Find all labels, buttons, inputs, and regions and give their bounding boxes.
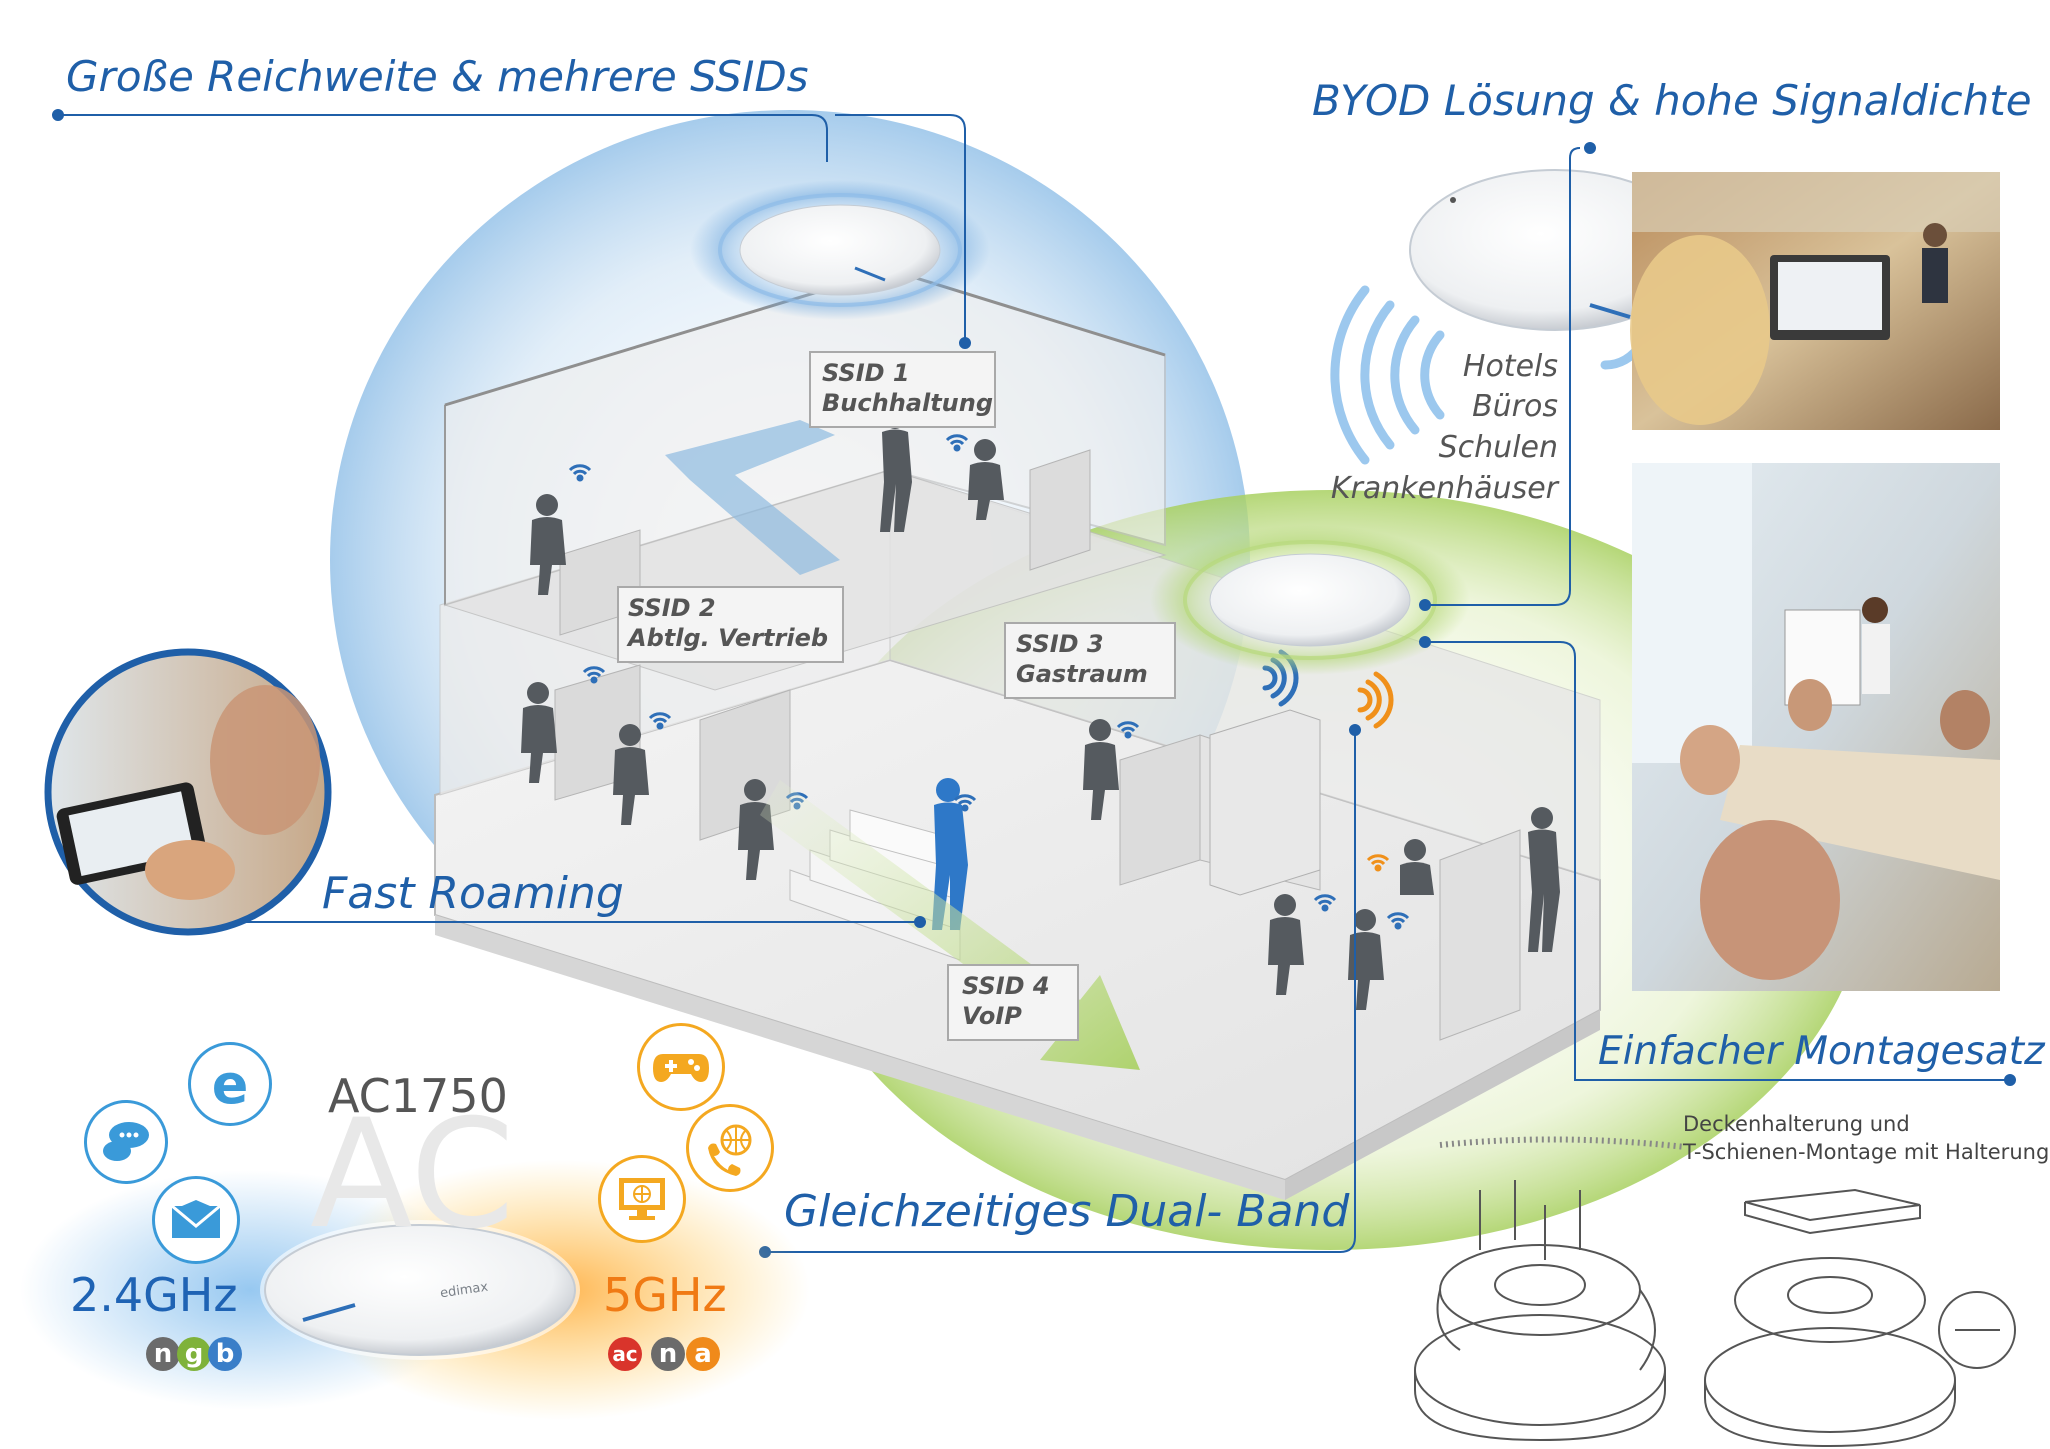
- gamepad-icon: [637, 1023, 725, 1111]
- standard-n-5-badge: n: [651, 1337, 685, 1371]
- fast-roaming-heading: Fast Roaming: [322, 868, 624, 919]
- byod-heading: BYOD Lösung & hohe Signaldichte: [1312, 76, 2032, 125]
- ssid-4-name: SSID 4: [962, 972, 1050, 1000]
- ssid-2-purpose: Abtlg. Vertrieb: [628, 624, 829, 652]
- meeting-room-photo: [1632, 463, 2000, 991]
- ssid-3-label: SSID 3 Gastraum: [1016, 629, 1148, 689]
- monitor-glyph: [619, 1178, 665, 1220]
- model-name: AC1750: [328, 1069, 508, 1123]
- email-envelope-icon: [152, 1176, 240, 1264]
- internet-explorer-icon: e: [188, 1042, 272, 1126]
- band-24ghz-label: 2.4GHz: [70, 1268, 238, 1322]
- video-monitor-icon: [598, 1155, 686, 1243]
- standard-g-badge: g: [177, 1337, 211, 1371]
- mounting-kit-drawings: [1414, 1136, 2016, 1448]
- standard-a-badge: a: [686, 1337, 720, 1371]
- voip-phone-globe-icon: [686, 1104, 774, 1192]
- ssid-3-name: SSID 3: [1016, 630, 1104, 658]
- ssid-4-label: SSID 4 VoIP: [962, 971, 1050, 1031]
- watermark-ac: AC: [310, 1088, 515, 1262]
- ssid-1-purpose: Buchhaltung: [822, 389, 994, 417]
- standard-ac-badge: ac: [608, 1337, 642, 1371]
- dual-band-heading: Gleichzeitiges Dual- Band: [784, 1186, 1350, 1237]
- standard-n-24-badge: n: [146, 1337, 180, 1371]
- range-ssids-heading: Große Reichweite & mehrere SSIDs: [66, 52, 809, 101]
- byod-place-hotels: Hotels: [1462, 349, 1558, 384]
- ssid-4-purpose: VoIP: [962, 1002, 1022, 1030]
- ssid-2-label: SSID 2 Abtlg. Vertrieb: [628, 593, 828, 653]
- callout-lines: [52, 109, 2016, 1258]
- access-point-middle: [1150, 525, 1470, 675]
- office-building: [434, 268, 1601, 1200]
- byod-place-hospitals: Krankenhäuser: [1330, 471, 1558, 506]
- ssid-1-name: SSID 1: [822, 359, 910, 387]
- ssid-1-label: SSID 1 Buchhaltung: [822, 358, 993, 418]
- access-point-top: [690, 180, 990, 320]
- mounting-heading: Einfacher Montagesatz: [1598, 1029, 2045, 1074]
- byod-place-offices: Büros: [1472, 389, 1558, 424]
- mounting-caption-line2: T-Schienen-Montage mit Halterung.: [1683, 1140, 2050, 1164]
- chat-bubbles-glyph: [103, 1122, 149, 1161]
- access-point-byod: [1409, 169, 1701, 331]
- product-access-point: [264, 1224, 576, 1356]
- chat-bubbles-icon: [84, 1100, 168, 1184]
- ssid-3-purpose: Gastraum: [1016, 660, 1148, 688]
- fast-roaming-magnifier: [44, 648, 332, 936]
- gamepad-glyph: [653, 1054, 709, 1082]
- ssid-2-name: SSID 2: [628, 594, 716, 622]
- envelope-glyph: [171, 1200, 221, 1238]
- ssid-boxes: [617, 351, 1176, 1041]
- band-5ghz-label: 5GHz: [603, 1268, 727, 1322]
- byod-place-schools: Schulen: [1438, 430, 1558, 465]
- standard-b-badge: b: [208, 1337, 242, 1371]
- phone-globe-glyph: [708, 1124, 752, 1176]
- lecture-hall-photo: [1630, 172, 2000, 430]
- mounting-caption-line1: Deckenhalterung und: [1683, 1112, 1910, 1136]
